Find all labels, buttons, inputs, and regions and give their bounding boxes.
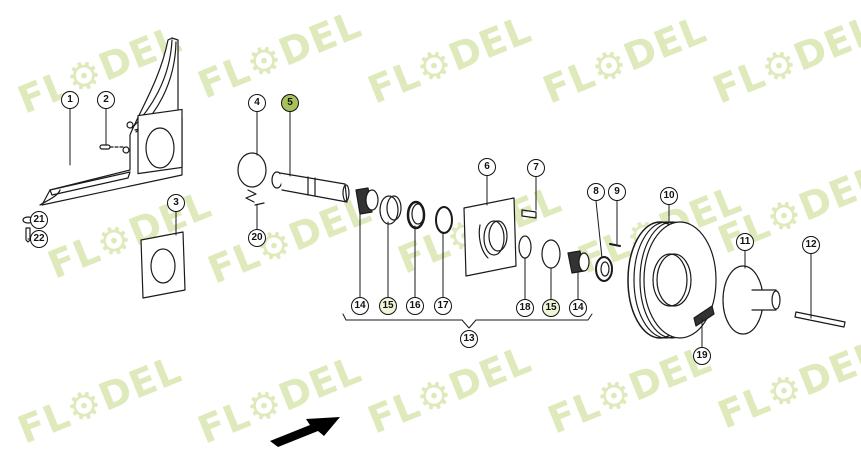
part-10-pulley (627, 221, 717, 339)
part-14-bearing-left (355, 187, 379, 215)
callout-part-4[interactable]: 4 (248, 94, 266, 112)
callout-part-1[interactable]: 1 (61, 91, 79, 109)
callout-part-12[interactable]: 12 (802, 236, 820, 254)
callout-part-8[interactable]: 8 (587, 183, 605, 201)
part-22-bolt (25, 227, 31, 243)
part-20-screw (254, 202, 265, 206)
part-3-gasket (140, 231, 186, 299)
callout-part-14[interactable]: 14 (351, 297, 369, 315)
part-1-side-frame (39, 37, 183, 206)
callout-part-15[interactable]: 15 (379, 297, 397, 315)
callout-part-5[interactable]: 5 (281, 94, 299, 112)
part-16-seal (406, 200, 426, 230)
callout-part-14[interactable]: 14 (569, 299, 587, 317)
part-8-seal-ring (595, 256, 613, 282)
part-15-cup-left (379, 195, 402, 225)
callout-part-22[interactable]: 22 (30, 230, 48, 248)
part-14-bearing-right (567, 250, 590, 274)
callout-part-10[interactable]: 10 (660, 187, 678, 205)
part-12-key (794, 311, 846, 328)
callout-part-19[interactable]: 19 (693, 347, 711, 365)
part-11-hub (722, 265, 781, 335)
callout-part-6[interactable]: 6 (478, 158, 496, 176)
callout-part-17[interactable]: 17 (434, 297, 452, 315)
callout-part-13[interactable]: 13 (460, 330, 478, 348)
callout-part-16[interactable]: 16 (406, 297, 424, 315)
callout-part-3[interactable]: 3 (167, 194, 185, 212)
callout-part-11[interactable]: 11 (736, 233, 754, 251)
part-6-flange-housing (463, 197, 517, 277)
callout-part-9[interactable]: 9 (608, 183, 626, 201)
part-5-shaft (271, 171, 350, 203)
part-7-bolt (521, 209, 537, 219)
part-4-cover-disc (237, 152, 267, 188)
callout-part-20[interactable]: 20 (248, 229, 266, 247)
part-17-snap-ring (435, 206, 453, 234)
callout-part-18[interactable]: 18 (516, 299, 534, 317)
callout-part-2[interactable]: 2 (97, 91, 115, 109)
callout-part-7[interactable]: 7 (527, 159, 545, 177)
callout-part-15[interactable]: 15 (542, 299, 560, 317)
part-19-belt (693, 305, 715, 327)
callout-part-21[interactable]: 21 (30, 211, 48, 229)
part-9-bolt (609, 243, 621, 247)
